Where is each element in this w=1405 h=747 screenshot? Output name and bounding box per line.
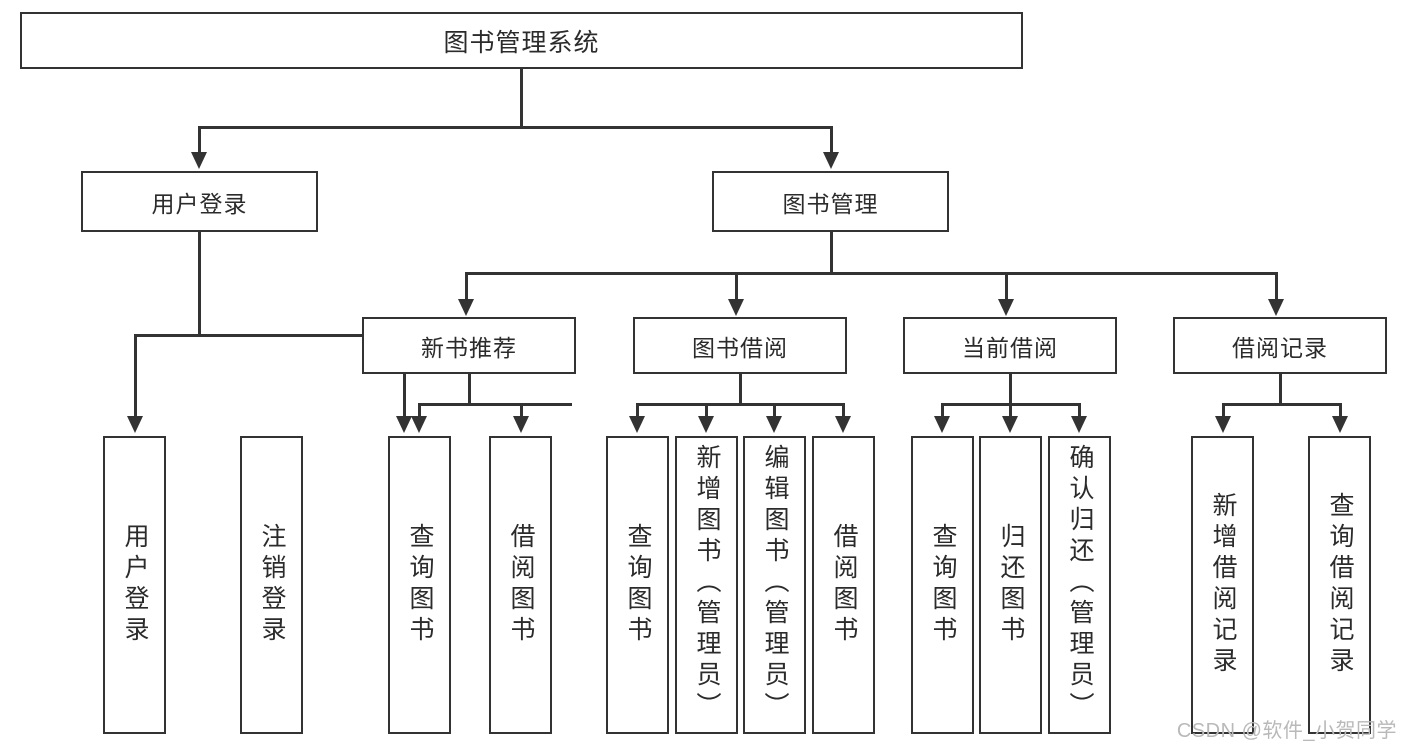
node-label: 查询图书: [624, 523, 652, 647]
arrowhead-new-book-to-leaf-2: [513, 416, 529, 433]
connector-current-borrowing-stem: [1009, 374, 1012, 403]
node-book-borrowing[interactable]: 图书借阅: [633, 317, 847, 374]
connector-book-management-stem: [830, 232, 833, 272]
connector-borrowing-record-stem: [1279, 374, 1282, 403]
arrowhead-bm-to-current-borrow: [998, 299, 1014, 316]
connector-bb-to-leaf-3: [773, 403, 776, 419]
arrowhead-user-login-to-leaf-2: [396, 416, 412, 433]
csdn-watermark: CSDN @软件_小贺同学: [1176, 720, 1397, 742]
leaf-add-book-admin[interactable]: 新增图书（管理员）: [675, 436, 738, 734]
arrowhead-root-to-book-management: [823, 152, 839, 169]
arrowhead-cb-to-leaf-2: [1002, 416, 1018, 433]
arrowhead-bb-to-leaf-1: [629, 416, 645, 433]
connector-bb-to-leaf-2: [705, 403, 708, 419]
arrowhead-user-login-to-leaf-1: [127, 416, 143, 433]
connector-new-book-to-leaf-1: [418, 403, 421, 419]
arrowhead-bb-to-leaf-4: [835, 416, 851, 433]
connector-cb-to-leaf-2: [1009, 403, 1012, 419]
node-label: 当前借阅: [962, 334, 1058, 361]
connector-bm-to-borrow: [735, 272, 738, 302]
leaf-logout[interactable]: 注销登录: [240, 436, 303, 734]
node-label: 新增图书（管理员）: [693, 444, 721, 723]
node-book-management[interactable]: 图书管理: [712, 171, 949, 232]
connector-bm-to-current-borrow: [1005, 272, 1008, 302]
leaf-borrow-book-borrowing[interactable]: 借阅图书: [812, 436, 875, 734]
node-borrowing-record[interactable]: 借阅记录: [1173, 317, 1387, 374]
connector-bm-to-new-book: [465, 272, 468, 302]
node-root-library-management-system[interactable]: 图书管理系统: [20, 12, 1023, 69]
connector-cb-to-leaf-3: [1078, 403, 1081, 419]
node-label: 查询借阅记录: [1326, 492, 1354, 678]
connector-new-book-to-leaf-2: [520, 403, 523, 419]
node-label: 图书借阅: [692, 334, 788, 361]
leaf-return-book[interactable]: 归还图书: [979, 436, 1042, 734]
node-label: 用户登录: [121, 523, 149, 647]
arrowhead-new-book-to-leaf-1: [411, 416, 427, 433]
leaf-confirm-return-admin[interactable]: 确认归还（管理员）: [1048, 436, 1111, 734]
connector-user-login-stem: [198, 232, 201, 334]
leaf-query-book-borrowing[interactable]: 查询图书: [606, 436, 669, 734]
connector-br-to-leaf-1: [1222, 403, 1225, 419]
connector-bb-to-leaf-1: [636, 403, 639, 419]
node-label: 归还图书: [997, 523, 1025, 647]
leaf-query-book-new[interactable]: 查询图书: [388, 436, 451, 734]
connector-root-to-book-management: [830, 126, 833, 154]
connector-book-management-bar: [465, 272, 1277, 275]
leaf-borrow-book-new[interactable]: 借阅图书: [489, 436, 552, 734]
node-label: 图书管理: [782, 190, 879, 217]
node-new-book-recommendation[interactable]: 新书推荐: [362, 317, 576, 374]
connector-user-login-to-leaf-1: [134, 334, 137, 419]
leaf-add-borrow-record[interactable]: 新增借阅记录: [1191, 436, 1254, 734]
connector-root-to-user-login: [198, 126, 201, 154]
node-label: 借阅记录: [1232, 334, 1328, 361]
connector-bm-to-borrow-record: [1275, 272, 1278, 302]
node-label: 确认归还（管理员）: [1066, 444, 1094, 723]
leaf-edit-book-admin[interactable]: 编辑图书（管理员）: [743, 436, 806, 734]
connector-root-stem: [520, 69, 523, 126]
node-label: 用户登录: [151, 190, 248, 217]
node-label: 注销登录: [258, 523, 286, 647]
connector-book-borrowing-stem: [739, 374, 742, 403]
connector-br-to-leaf-2: [1339, 403, 1342, 419]
arrowhead-bb-to-leaf-3: [766, 416, 782, 433]
node-label: 查询图书: [929, 523, 957, 647]
leaf-user-login[interactable]: 用户登录: [103, 436, 166, 734]
node-label: 查询图书: [406, 523, 434, 647]
connector-bb-to-leaf-4: [842, 403, 845, 419]
node-label: 图书管理系统: [443, 28, 600, 57]
connector-user-login-to-leaf-2: [403, 334, 406, 419]
connector-user-login-bar: [134, 334, 405, 337]
arrowhead-bm-to-borrow: [728, 299, 744, 316]
node-label: 借阅图书: [507, 523, 535, 647]
connector-borrowing-record-bar: [1222, 403, 1339, 406]
arrowhead-br-to-leaf-1: [1215, 416, 1231, 433]
node-current-borrowing[interactable]: 当前借阅: [903, 317, 1117, 374]
arrowhead-cb-to-leaf-3: [1071, 416, 1087, 433]
node-label: 新增借阅记录: [1209, 492, 1237, 678]
leaf-query-book-current[interactable]: 查询图书: [911, 436, 974, 734]
node-label: 借阅图书: [830, 523, 858, 647]
arrowhead-bm-to-new-book: [458, 299, 474, 316]
connector-new-book-stem: [468, 374, 471, 403]
arrowhead-cb-to-leaf-1: [934, 416, 950, 433]
node-user-login[interactable]: 用户登录: [81, 171, 318, 232]
node-label: 新书推荐: [421, 334, 517, 361]
connector-book-borrowing-bar: [636, 403, 845, 406]
leaf-query-borrow-record[interactable]: 查询借阅记录: [1308, 436, 1371, 734]
connector-root-bar: [198, 126, 832, 129]
arrowhead-root-to-user-login: [191, 152, 207, 169]
arrowhead-bm-to-borrow-record: [1268, 299, 1284, 316]
arrowhead-br-to-leaf-2: [1332, 416, 1348, 433]
connector-cb-to-leaf-1: [941, 403, 944, 419]
arrowhead-bb-to-leaf-2: [698, 416, 714, 433]
node-label: 编辑图书（管理员）: [761, 444, 789, 723]
connector-new-book-bar: [418, 403, 572, 406]
